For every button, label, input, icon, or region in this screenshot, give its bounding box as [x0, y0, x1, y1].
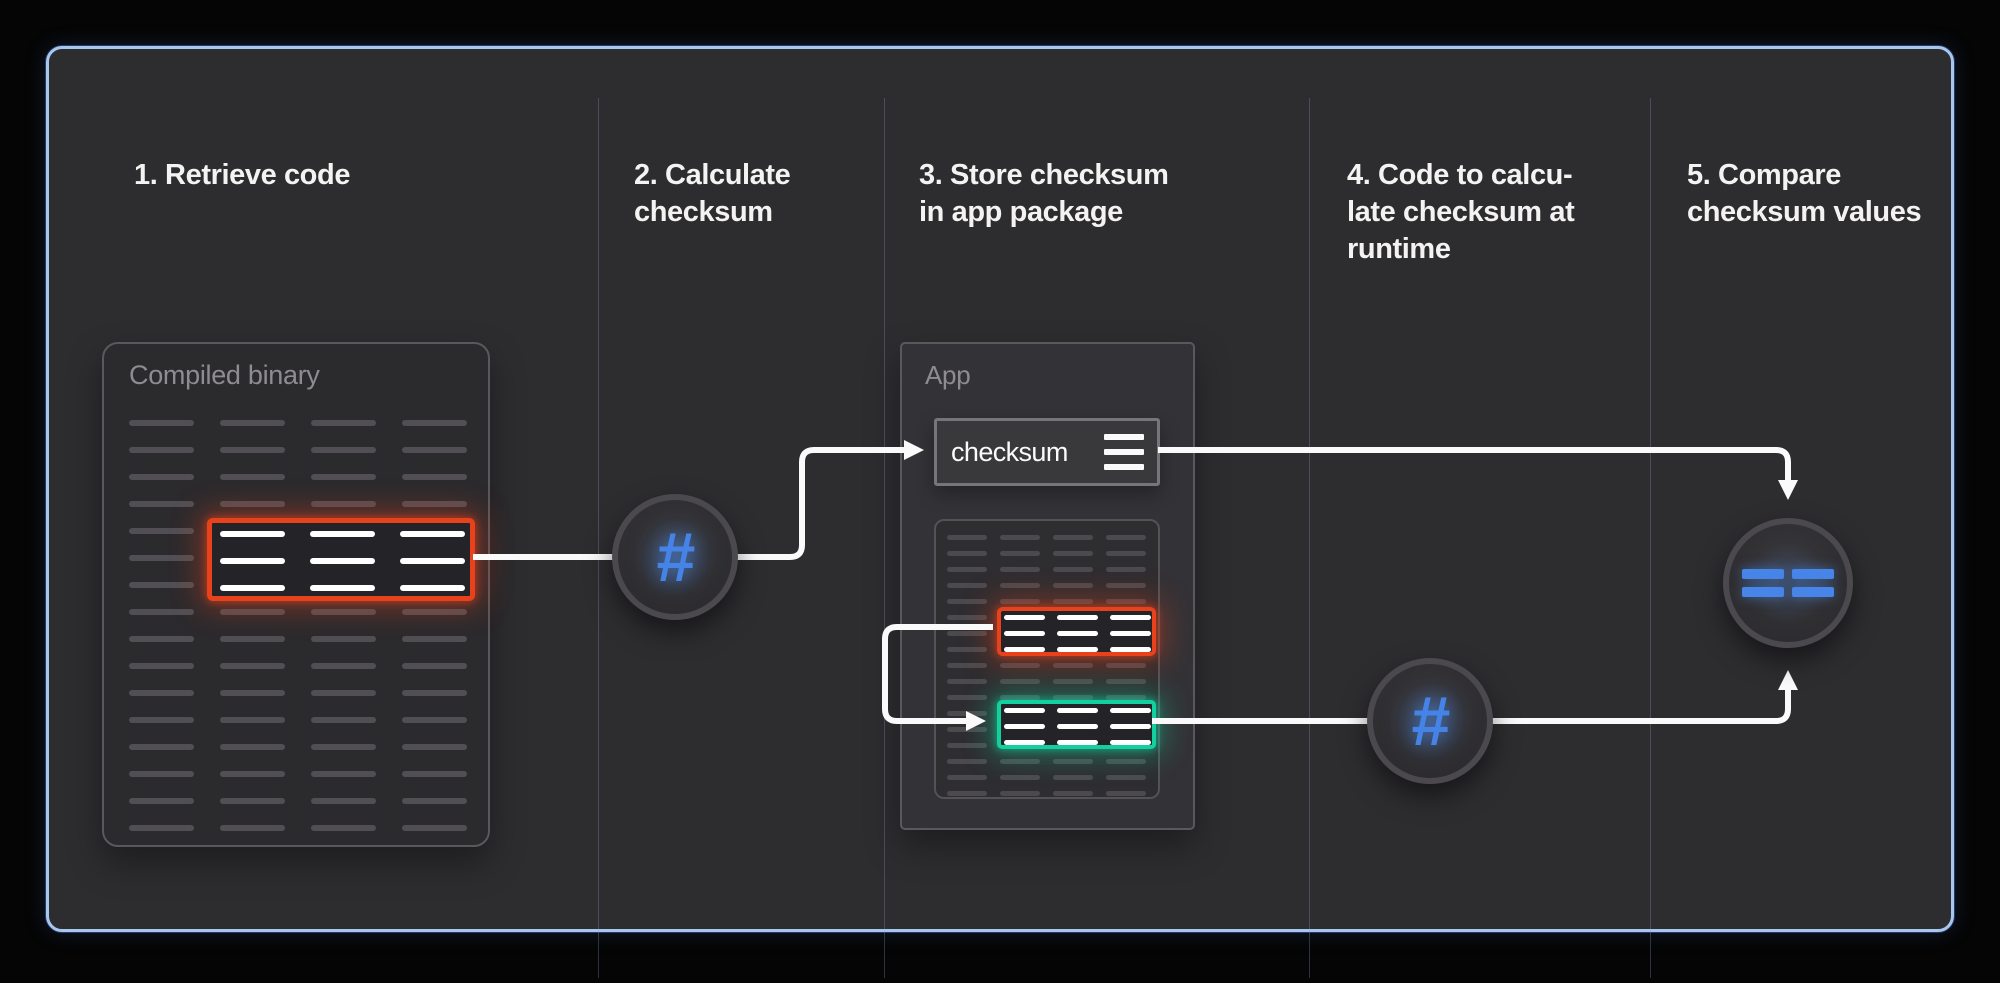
compiled-binary-document: Compiled binary: [102, 342, 490, 847]
app-package: App checksum: [900, 342, 1195, 830]
hash-icon: #: [655, 518, 695, 596]
step-title-4: 4. Code to calcu- late checksum at runti…: [1347, 159, 1575, 265]
stored-code-red-box: [997, 607, 1156, 656]
stored-checksum-chip: checksum: [934, 418, 1160, 486]
app-package-label: App: [925, 360, 971, 390]
step-title-1: 1. Retrieve code: [134, 159, 351, 191]
column-divider-1: [598, 98, 599, 978]
column-divider-2: [884, 98, 885, 978]
equals-equals-icon: [1742, 569, 1834, 597]
compare-node: [1723, 518, 1853, 648]
retrieved-code-red-box: [207, 518, 475, 601]
compiled-binary-label: Compiled binary: [129, 360, 320, 390]
stored-code-lines: [1001, 611, 1152, 652]
hash-runtime-node: #: [1367, 658, 1493, 784]
runtime-code-green-box: [997, 700, 1156, 749]
binary-code-lines: [104, 344, 488, 831]
hash-icon: #: [1410, 682, 1450, 760]
checksum-chip-label: checksum: [951, 436, 1068, 467]
runtime-code-lines: [1001, 704, 1152, 745]
hash-source-node: #: [612, 494, 738, 620]
column-divider-3: [1309, 98, 1310, 978]
column-divider-4: [1650, 98, 1651, 978]
hamburger-menu-icon: [1104, 434, 1144, 470]
step-title-2: 2. Calculate checksum: [634, 159, 791, 228]
app-code-document: [934, 519, 1160, 799]
retrieved-code-lines: [212, 523, 470, 591]
step-title-3: 3. Store checksum in app package: [919, 159, 1169, 228]
app-code-lines: [936, 521, 1158, 796]
step-title-5: 5. Compare checksum values: [1687, 159, 1922, 228]
